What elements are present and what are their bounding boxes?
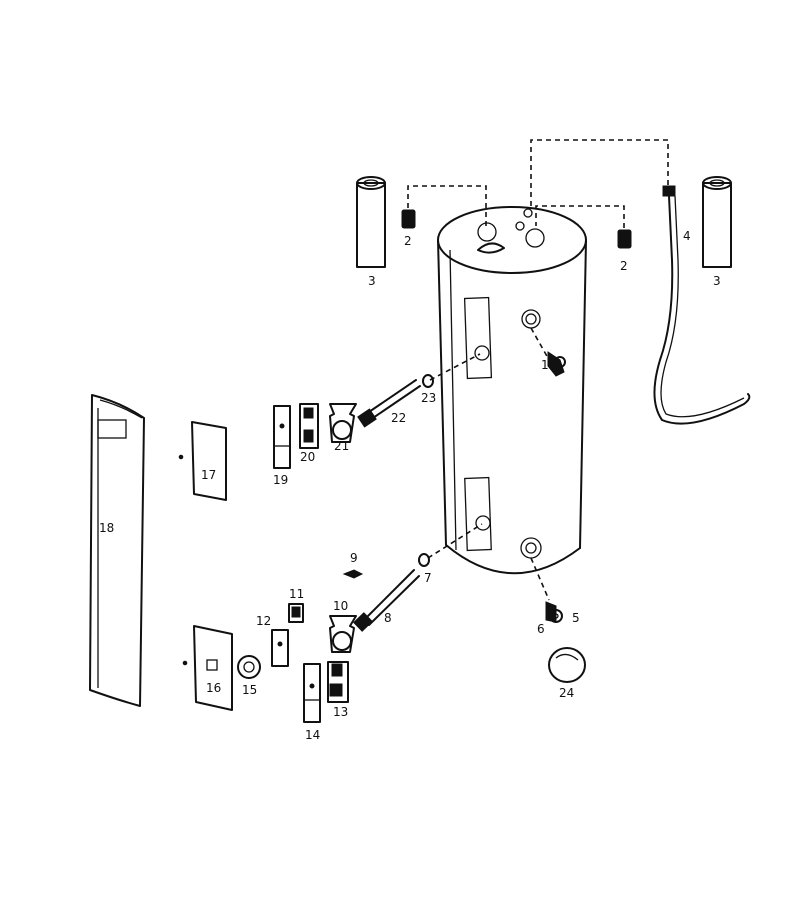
callout-9: 9 — [350, 551, 358, 565]
callout-12: 12 — [256, 614, 271, 628]
clip — [342, 569, 364, 579]
access-cover-upper — [178, 421, 227, 501]
jacket-panel — [89, 394, 145, 707]
callout-5: 5 — [572, 611, 580, 625]
callout-6: 6 — [537, 622, 545, 636]
callout-13: 13 — [333, 705, 348, 719]
pipe-insulation-left — [356, 176, 386, 268]
callout-14: 14 — [305, 728, 320, 742]
callout-22: 22 — [391, 411, 406, 425]
element-cover-lower — [329, 615, 357, 653]
callout-10: 10 — [333, 599, 348, 613]
callout-labels: 1 2 2 3 3 4 5 6 7 8 9 10 11 12 13 14 15 … — [99, 229, 721, 742]
callout-16: 16 — [206, 681, 221, 695]
high-limit-switch — [288, 603, 304, 623]
callout-23: 23 — [421, 391, 436, 405]
heating-element-upper — [357, 379, 421, 428]
callout-11: 11 — [289, 587, 304, 601]
element-cover-upper — [329, 403, 357, 443]
dashed-connections — [407, 139, 669, 601]
access-cover-lower — [182, 625, 233, 711]
drain-cap — [548, 647, 586, 683]
dip-tube — [653, 185, 751, 425]
callout-20: 20 — [300, 450, 315, 464]
thermostat-upper — [299, 403, 319, 449]
bracket-cutoff — [271, 629, 289, 667]
thermostat-lower — [327, 661, 349, 703]
callout-19: 19 — [273, 473, 288, 487]
callout-2-left: 2 — [404, 234, 412, 248]
callout-17: 17 — [201, 468, 216, 482]
callout-7: 7 — [424, 571, 432, 585]
relief-valve — [547, 351, 566, 377]
callout-3-right: 3 — [713, 274, 721, 288]
callout-15: 15 — [242, 683, 257, 697]
tank — [437, 206, 587, 575]
callout-1: 1 — [541, 358, 549, 372]
nipple-left — [401, 209, 416, 229]
callout-18: 18 — [99, 521, 114, 535]
callout-3-left: 3 — [368, 274, 376, 288]
insulation-disc — [237, 655, 261, 679]
gasket-lower — [418, 553, 430, 567]
gasket-upper — [422, 374, 434, 388]
callout-24: 24 — [559, 686, 574, 700]
bracket-upper — [273, 405, 291, 469]
bracket-lower — [303, 663, 321, 723]
callout-21: 21 — [334, 439, 349, 453]
pipe-insulation-right — [702, 176, 732, 268]
callout-2-right: 2 — [620, 259, 628, 273]
callout-8: 8 — [384, 611, 392, 625]
nipple-right — [617, 229, 632, 249]
heating-element-lower — [353, 569, 420, 632]
drain-valve — [545, 601, 563, 623]
callout-4: 4 — [683, 229, 691, 243]
